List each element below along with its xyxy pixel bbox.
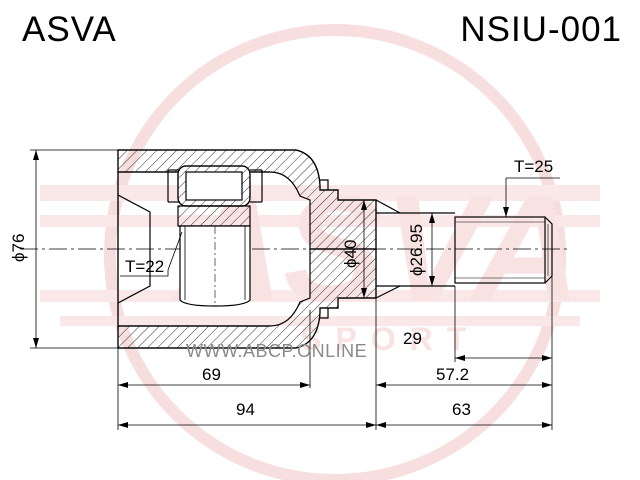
dim-stem-length: 63: [452, 400, 471, 419]
watermark-site-text: WWW.ABCP.ONLINE: [186, 341, 367, 361]
dim-spline-length: 29: [403, 329, 422, 348]
tripod-spider: [167, 165, 263, 307]
dim-inner-spline-teeth: T=22: [125, 257, 164, 276]
stem-shaft: [375, 199, 553, 299]
brand-title: ASVA: [22, 10, 117, 49]
dim-shaft-length: 57.2: [436, 365, 469, 384]
dim-housing-diameter: ϕ40: [341, 240, 360, 268]
dim-housing-depth: 69: [202, 365, 221, 384]
dim-outer-diameter: ϕ76: [9, 234, 28, 262]
dim-shaft-diameter: ϕ26.95: [407, 224, 426, 276]
dim-body-length: 94: [236, 400, 255, 419]
arrowheads: [33, 150, 552, 428]
part-number: NSIU-001: [460, 10, 622, 49]
dim-outer-spline-teeth: T=25: [514, 157, 553, 176]
dimension-lines: [30, 149, 560, 430]
watermark-logo-subtext: SPORT: [300, 321, 480, 357]
